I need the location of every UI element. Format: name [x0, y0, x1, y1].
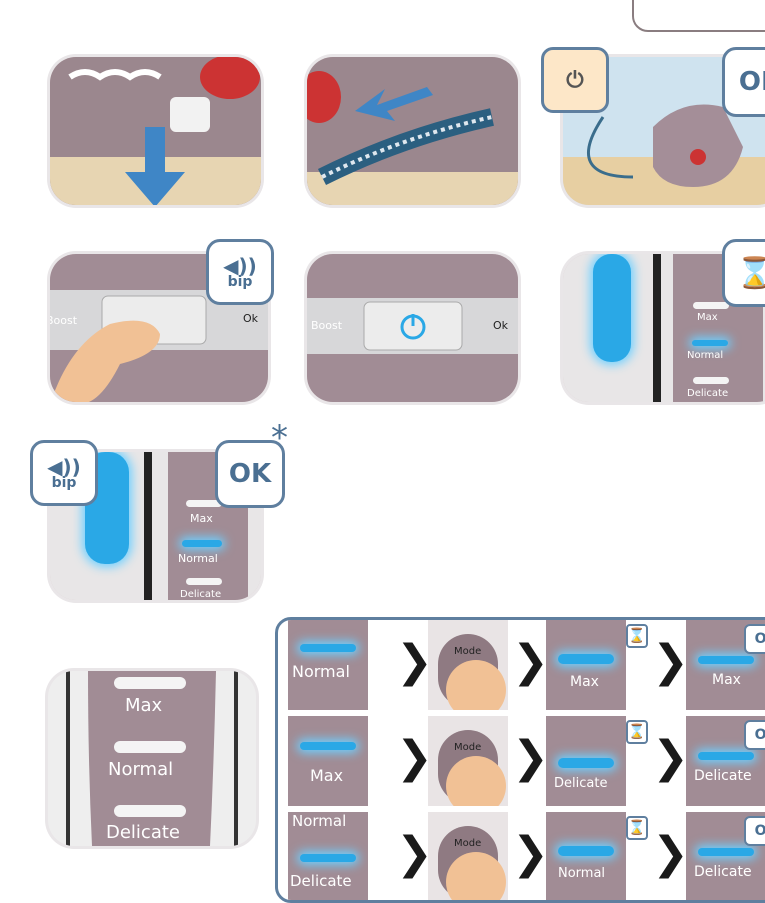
chevron-right-icon-3: ❯	[652, 640, 689, 684]
seq1-blink-label: Max	[570, 674, 599, 690]
mode-sequence-frame: Normal ❯ Mode ❯ Max ⌛ ❯ Max OK Max ❯ Mod…	[275, 617, 765, 903]
seq2-end-glow	[698, 752, 754, 760]
hourglass-icon-s3: ⌛	[626, 816, 648, 840]
seq1-ok-text: OK	[755, 631, 765, 647]
seq3-start-label: Normal	[292, 812, 346, 830]
delicate-slab-3	[114, 805, 186, 817]
seq1-mode-label: Mode	[454, 646, 481, 657]
ok-text-2: OK	[229, 459, 271, 489]
seq3-blink-label: Normal	[558, 866, 605, 881]
socket-icon: ⏻	[566, 68, 583, 93]
seq3-start-glow	[300, 854, 356, 862]
bip-text-2: bip	[52, 477, 77, 490]
seq1-blink-glow	[558, 654, 614, 664]
asterisk: *	[271, 418, 288, 458]
seq3-start: Normal Delicate	[288, 812, 368, 900]
delicate-label-2: Delicate	[180, 589, 221, 600]
bip-text-1: bip	[228, 276, 253, 289]
bip-badge-2: ◀)) bip	[30, 440, 98, 506]
seq3-start-lower-label: Delicate	[290, 872, 352, 890]
seq1-start-label: Normal	[292, 662, 350, 681]
seq1-blink: Max	[546, 620, 626, 710]
normal-slab-3	[114, 741, 186, 753]
hourglass-icon-s1: ⌛	[626, 624, 648, 648]
seq2-mode-label: Mode	[454, 742, 481, 753]
store-cord-panel	[307, 57, 518, 205]
seq3-ok-text: OK	[755, 823, 765, 839]
seq2-ok-badge: OK	[744, 720, 765, 750]
seq1-end-label: Max	[712, 672, 741, 688]
seq2-start-label: Max	[310, 766, 343, 785]
boost-label-1: Boost	[50, 314, 77, 327]
hourglass-badge-1: ⌛	[722, 239, 765, 307]
chevron-right-icon-6: ❯	[652, 736, 689, 780]
chevron-right-icon-9: ❯	[652, 832, 689, 876]
seq1-start-glow	[300, 644, 356, 652]
water-tank-glow	[593, 254, 631, 362]
unplug-cord-panel	[50, 57, 261, 205]
seq2-blink-glow	[558, 758, 614, 768]
seq1-start: Normal	[288, 620, 368, 710]
seq1-ok-badge: OK	[744, 624, 765, 654]
boost-label-2: Boost	[311, 319, 342, 332]
seq2-start-glow	[300, 742, 356, 750]
max-slab-3	[114, 677, 186, 689]
ok-badge-1: OK	[722, 47, 765, 117]
ok-label-2: Ok	[493, 319, 508, 332]
chevron-right-icon-8: ❯	[512, 832, 549, 876]
bip-badge-1: ◀)) bip	[206, 239, 274, 305]
seq3-blink-glow	[558, 846, 614, 856]
seq2-start: Max	[288, 716, 368, 806]
seq2-mode: Mode	[428, 716, 508, 806]
max-slab-1	[693, 302, 729, 309]
seq2-end-label: Delicate	[694, 768, 752, 784]
normal-label-3: Normal	[108, 759, 173, 780]
max-label-1: Max	[697, 312, 718, 323]
speaker-icon: ◀))	[223, 256, 257, 276]
seq1-mode: Mode	[428, 620, 508, 710]
max-label-2: Max	[190, 512, 213, 525]
speaker-icon-2: ◀))	[47, 457, 81, 477]
normal-glow-1	[692, 340, 728, 346]
seq3-ok-badge: OK	[744, 816, 765, 846]
hourglass-icon: ⌛	[736, 256, 765, 291]
normal-label-1: Normal	[687, 350, 723, 361]
seq1-end-glow	[698, 656, 754, 664]
max-label-3: Max	[125, 695, 162, 716]
seq3-end-label: Delicate	[694, 864, 752, 880]
mode-selector-panel: Max Normal Delicate	[48, 671, 256, 846]
chevron-right-icon-5: ❯	[512, 736, 549, 780]
normal-label-2: Normal	[178, 552, 218, 565]
seq2-blink-label: Delicate	[554, 776, 607, 791]
socket-icon-box: ⏻	[541, 47, 609, 113]
delicate-slab-1	[693, 377, 729, 384]
normal-glow-2	[182, 540, 222, 547]
seq3-mode: Mode	[428, 812, 508, 900]
seq3-mode-label: Mode	[454, 838, 481, 849]
hourglass-icon-s2: ⌛	[626, 720, 648, 744]
delicate-label-3: Delicate	[106, 822, 180, 843]
chevron-right-icon-2: ❯	[512, 640, 549, 684]
delicate-label-1: Delicate	[687, 388, 728, 399]
seq2-ok-text: OK	[755, 727, 765, 743]
seq3-blink: Normal	[546, 812, 626, 900]
ok-text-1: OK	[739, 67, 765, 97]
delicate-slab-2	[186, 578, 222, 585]
seq3-end-glow	[698, 848, 754, 856]
seq2-blink: Delicate	[546, 716, 626, 806]
top-right-fragment	[632, 0, 765, 32]
power-on-panel: Boost Ok	[307, 254, 518, 402]
ok-label-1: Ok	[243, 312, 258, 325]
